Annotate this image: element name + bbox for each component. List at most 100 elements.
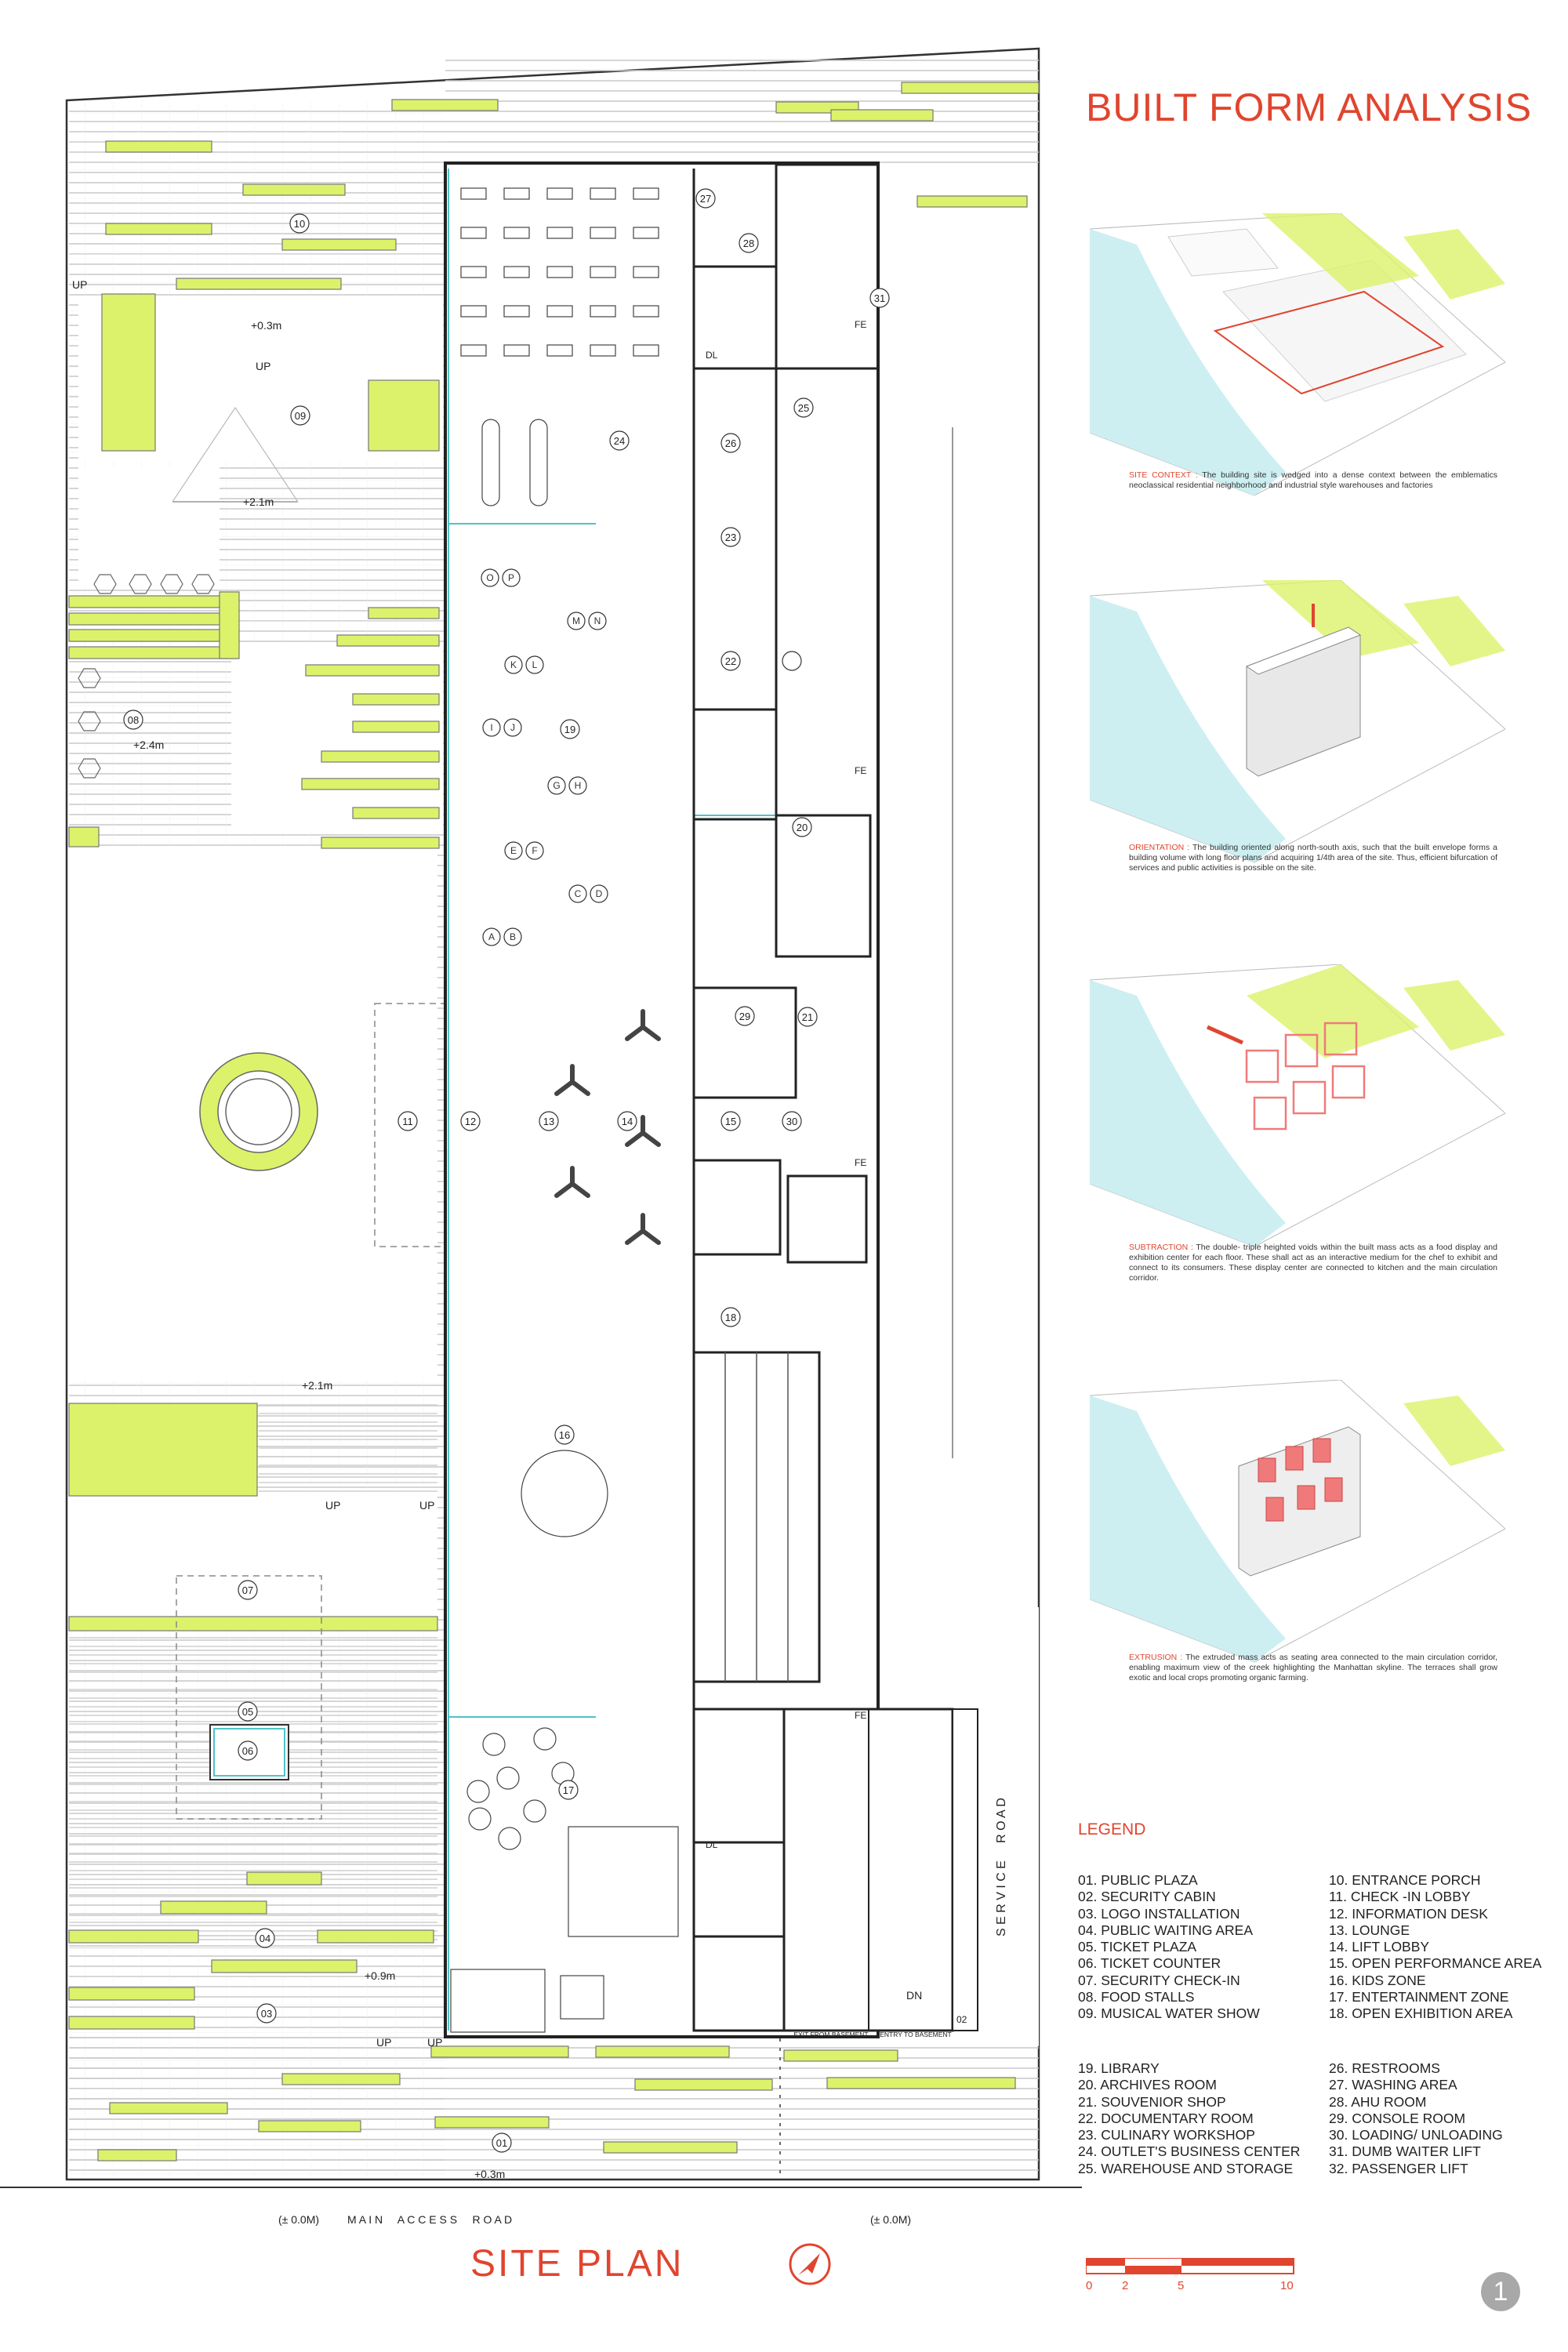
scale-tick: 5 xyxy=(1178,2279,1184,2292)
legend-item: 27. WASHING AREA xyxy=(1329,2077,1457,2093)
zone-02: 02 xyxy=(956,2014,967,2025)
caption-orientation: ORIENTATION : The building oriented alon… xyxy=(1129,843,1497,873)
exit-basement-label: EXIT FROM BASEMENT xyxy=(793,2031,868,2038)
exhibit-letter: I xyxy=(490,722,492,733)
level-label: +2.1m xyxy=(243,495,274,508)
exhibit-letter: G xyxy=(553,780,560,791)
page-number: 1 xyxy=(1481,2272,1520,2311)
legend-item: 01. PUBLIC PLAZA xyxy=(1078,1872,1198,1888)
legend-item: 06. TICKET COUNTER xyxy=(1078,1955,1221,1972)
site-plan-title: SITE PLAN xyxy=(470,2243,684,2285)
exhibit-letter: P xyxy=(508,572,514,583)
zone-number: 08 xyxy=(128,714,139,726)
exhibit-letter: A xyxy=(488,931,495,942)
legend-item: 03. LOGO INSTALLATION xyxy=(1078,1905,1240,1922)
caption-extrusion: EXTRUSION : The extruded mass acts as se… xyxy=(1129,1653,1497,1682)
legend-item: 32. PASSENGER LIFT xyxy=(1329,2160,1468,2176)
built-form-title: BUILT FORM ANALYSIS xyxy=(1086,85,1533,129)
axo-site-context xyxy=(1090,213,1505,496)
legend-item: 11. CHECK -IN LOBBY xyxy=(1329,1889,1471,1905)
dn-label: DN xyxy=(906,1989,922,2002)
exhibit-letter: C xyxy=(575,888,582,899)
zone-number: 24 xyxy=(614,435,625,447)
dl-label: DL xyxy=(706,350,718,361)
legend-item: 08. FOOD STALLS xyxy=(1078,1989,1195,2005)
up-label: UP xyxy=(427,2036,442,2049)
exhibit-letter: F xyxy=(532,845,537,856)
legend-item: 24. OUTLET'S BUSINESS CENTER xyxy=(1078,2143,1301,2160)
zone-number: 15 xyxy=(725,1116,736,1127)
zone-number: 28 xyxy=(743,238,754,249)
level-label: +2.1m xyxy=(302,1379,332,1392)
up-label: UP xyxy=(72,278,87,291)
legend-title: LEGEND xyxy=(1078,1820,1146,1838)
caption-site-context: SITE CONTEXT : The building site is wedg… xyxy=(1129,470,1497,490)
legend-item: 22. DOCUMENTARY ROOM xyxy=(1078,2110,1254,2126)
legend-item: 15. OPEN PERFORMANCE AREA xyxy=(1329,1955,1542,1972)
zone-number: 01 xyxy=(496,2137,507,2149)
zone-number: 16 xyxy=(559,1429,570,1441)
legend-item: 20. ARCHIVES ROOM xyxy=(1078,2077,1217,2093)
up-label: UP xyxy=(376,2036,391,2049)
up-label: UP xyxy=(419,1499,434,1512)
legend-item: 16. KIDS ZONE xyxy=(1329,1972,1426,1988)
legend-item: 05. TICKET PLAZA xyxy=(1078,1939,1197,1955)
legend-item: 31. DUMB WAITER LIFT xyxy=(1329,2143,1481,2160)
legend-item: 18. OPEN EXHIBITION AREA xyxy=(1329,2005,1513,2022)
legend-item: 04. PUBLIC WAITING AREA xyxy=(1078,1922,1254,1938)
dl-label: DL xyxy=(706,1839,718,1850)
legend-item: 25. WAREHOUSE AND STORAGE xyxy=(1078,2160,1294,2176)
legend-item: 02. SECURITY CABIN xyxy=(1078,1889,1216,1905)
legend-item: 07. SECURITY CHECK-IN xyxy=(1078,1972,1240,1988)
exhibit-letter: B xyxy=(510,931,516,942)
zone-number: 12 xyxy=(465,1116,476,1127)
road-level-left: (± 0.0M) xyxy=(278,2213,319,2226)
axo-extrusion xyxy=(1090,1380,1505,1663)
zone-number: 19 xyxy=(564,724,575,735)
zone-number: 31 xyxy=(874,292,885,304)
exhibit-letter: H xyxy=(575,780,582,791)
road-level-right: (± 0.0M) xyxy=(870,2213,911,2226)
legend-item: 12. INFORMATION DESK xyxy=(1329,1905,1488,1922)
legend-item: 26. RESTROOMS xyxy=(1329,2060,1440,2076)
legend-item: 19. LIBRARY xyxy=(1078,2060,1160,2076)
north-arrow-icon xyxy=(789,2243,831,2285)
up-label: UP xyxy=(325,1499,340,1512)
site-plan-drawing: O P M N K L I J G H E F C D A B xyxy=(0,47,1082,2285)
zone-number: 05 xyxy=(242,1706,253,1718)
zone-number: 18 xyxy=(725,1312,736,1323)
zone-number: 26 xyxy=(725,437,736,449)
exhibit-letter: K xyxy=(510,659,517,670)
level-label: +0.9m xyxy=(365,1969,395,1982)
zone-number: 09 xyxy=(295,410,306,422)
caption-subtraction: SUBTRACTION : The double- triple heighte… xyxy=(1129,1243,1497,1283)
legend-item: 30. LOADING/ UNLOADING xyxy=(1329,2127,1503,2143)
exhibit-letter: E xyxy=(510,845,517,856)
scale-bar: 0 2 5 10 xyxy=(1086,2258,1294,2292)
zone-number: 23 xyxy=(725,532,736,543)
zone-number: 20 xyxy=(797,822,808,833)
zone-number: 30 xyxy=(786,1116,797,1127)
zone-number: 14 xyxy=(622,1116,633,1127)
fe-label: FE xyxy=(855,319,866,330)
zone-number: 07 xyxy=(242,1584,253,1596)
legend-item: 21. SOUVENIOR SHOP xyxy=(1078,2093,1226,2110)
legend-item: 23. CULINARY WORKSHOP xyxy=(1078,2127,1255,2143)
fe-label: FE xyxy=(855,1157,866,1168)
entry-basement-label: ENTRY TO BASEMENT xyxy=(880,2031,951,2038)
legend-item: 28. AHU ROOM xyxy=(1329,2093,1427,2110)
legend-item: 09. MUSICAL WATER SHOW xyxy=(1078,2005,1260,2022)
scale-tick: 2 xyxy=(1122,2279,1128,2292)
legend-item: 10. ENTRANCE PORCH xyxy=(1329,1872,1481,1888)
fe-label: FE xyxy=(855,1710,866,1721)
up-label: UP xyxy=(256,360,270,372)
exhibit-letter: D xyxy=(596,888,603,899)
legend-item: 13. LOUNGE xyxy=(1329,1922,1410,1938)
fe-label: FE xyxy=(855,765,866,776)
scale-tick: 0 xyxy=(1086,2279,1092,2292)
exhibit-letter: L xyxy=(532,659,538,670)
level-label: +0.3m xyxy=(251,319,281,332)
